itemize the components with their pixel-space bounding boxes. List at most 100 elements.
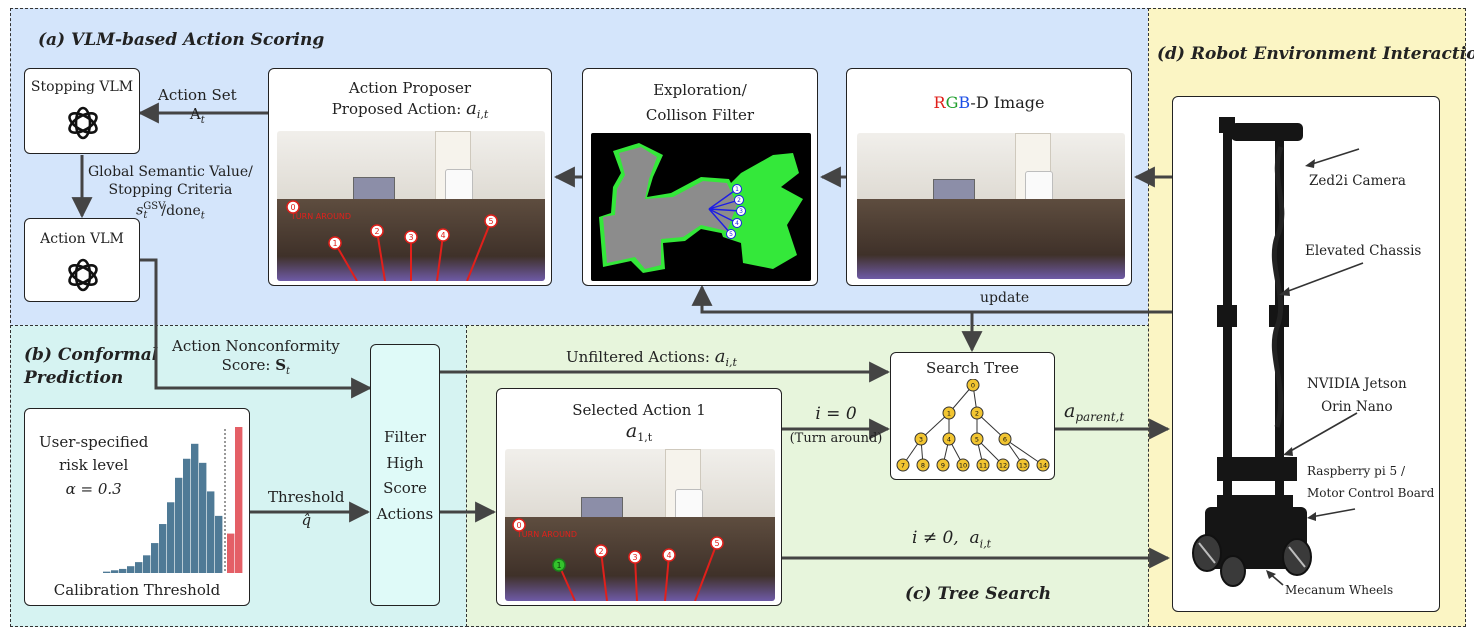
occupancy-map: 1 2 3 4 5	[591, 133, 811, 281]
nonconformity-label: Action Nonconformity Score: St	[172, 337, 340, 378]
section-a-title: (a) VLM-based Action Scoring	[38, 30, 325, 50]
risk-alpha: α = 0.3	[65, 479, 122, 498]
selected-action-box: Selected Action 1 a1,t 0 1 2 3	[496, 388, 782, 606]
filter-ray-4: 4	[735, 220, 739, 227]
calibration-threshold-caption: Calibration Threshold	[53, 581, 221, 599]
tree-node-label: 2	[975, 410, 979, 418]
action-vlm-box: Action VLM	[24, 218, 140, 302]
histogram-bar	[175, 477, 183, 573]
proposer-action-rays: 0 1 2 3 4 5 TURN AROUND	[286, 200, 498, 281]
jetson-line1: NVIDIA Jetson	[1307, 376, 1407, 392]
gsv-sub: t	[143, 210, 148, 222]
action-set-text: Action Set	[158, 86, 237, 104]
threshold-qhat: q̂	[301, 510, 312, 529]
tree-node-label: 13	[1019, 462, 1027, 470]
risk-line1: User-specified	[39, 433, 149, 451]
section-b-title: (b) Conformal Prediction	[24, 344, 158, 390]
arrow-update-loop	[691, 284, 1172, 314]
rgbd-rest: -D Image	[970, 93, 1045, 112]
i-equals-zero-label: i = 0 (Turn around)	[784, 404, 888, 448]
tree-node-label: 9	[941, 462, 945, 470]
filter-ray-1: 1	[735, 186, 739, 193]
tree-node	[942, 406, 956, 420]
gsv-sup: GSV	[143, 201, 166, 212]
calibration-histogram	[103, 427, 243, 573]
gsv-line1: Global Semantic Value/	[88, 164, 253, 180]
histogram-bar	[191, 443, 199, 573]
histogram-bar	[207, 491, 215, 573]
risk-level-label: User-specified risk level α = 0.3	[39, 431, 148, 501]
histogram-bar	[183, 458, 191, 573]
tree-node	[970, 432, 984, 446]
action-proposer-title: Action Proposer Proposed Action: ai,t	[269, 79, 551, 122]
proposer-ray-0: 0	[290, 203, 295, 212]
unfiltered-actions-label: Unfiltered Actions: ai,t	[566, 346, 737, 370]
histogram-bar	[199, 462, 207, 573]
histogram-bar	[119, 568, 127, 573]
search-tree-title: Search Tree	[925, 359, 1020, 377]
histogram-bar	[215, 515, 223, 573]
tree-node	[1016, 458, 1030, 472]
histogram-bar	[127, 566, 135, 573]
rgbd-b: B	[958, 93, 971, 112]
tree-node	[914, 432, 928, 446]
filter-high-score-label: Filter High Score Actions	[371, 425, 439, 527]
histogram-bar	[151, 543, 159, 573]
selected-ray-5: 5	[714, 539, 719, 548]
a-parent-var: a	[1064, 400, 1076, 422]
proposer-ray-5: 5	[488, 217, 493, 226]
tree-node-label: 1	[947, 410, 951, 418]
histogram-bar	[159, 524, 167, 573]
nonconformity-score-symbol: S	[275, 355, 287, 374]
exploration-filter-box: Exploration/ Collison Filter 1 2 3 4 5	[582, 68, 818, 286]
i-not-zero-label: i ≠ 0, ai,t	[912, 528, 991, 551]
proposer-ray-2: 2	[374, 227, 379, 236]
nonconformity-line1: Action Nonconformity	[172, 337, 340, 355]
proposed-action-prefix: Proposed Action:	[331, 99, 467, 118]
action-set-label: Action Set At	[158, 86, 237, 127]
selected-action-rays: 0 1 2 3 4 5 TURN AROUND	[512, 518, 724, 601]
calibration-histogram-box: User-specified risk level α = 0.3 Calibr…	[24, 408, 250, 606]
selected-action-title: Selected Action 1 a1,t	[497, 401, 781, 445]
threshold-label: Threshold q̂	[268, 488, 345, 530]
tree-node-label: 7	[901, 462, 905, 470]
rgbd-r: R	[933, 93, 946, 112]
proposer-ray-1: 1	[332, 239, 337, 248]
filter-line-2: High	[386, 453, 424, 472]
histogram-bar	[103, 571, 111, 573]
openai-logo-icon	[68, 106, 98, 140]
tree-node	[1036, 458, 1050, 472]
i-not-zero-sub: i,t	[979, 537, 992, 551]
tree-node	[976, 458, 990, 472]
selected-ray-0: 0	[516, 521, 521, 530]
proposer-ray-4: 4	[440, 231, 445, 240]
exploration-filter-title: Exploration/ Collison Filter	[583, 81, 817, 125]
rpi-label: Raspberry pi 5 / Motor Control Board	[1307, 461, 1434, 504]
selected-ray-4: 4	[666, 551, 671, 560]
section-d-title: (d) Robot Environment Interaction	[1157, 44, 1474, 64]
unfiltered-sub: i,t	[725, 356, 737, 369]
proposer-ray-3: 3	[408, 233, 413, 242]
proposed-action-var: a	[466, 97, 477, 119]
tree-node	[936, 458, 950, 472]
filter-ray-3: 3	[739, 208, 743, 215]
proposer-turn-around: TURN AROUND	[290, 212, 351, 221]
selected-ray-2: 2	[598, 547, 603, 556]
rgbd-camera-image	[857, 133, 1125, 279]
nonconformity-score-text: Score:	[221, 355, 276, 374]
elevated-chassis-label: Elevated Chassis	[1305, 243, 1422, 259]
gsv-done: /done	[161, 202, 201, 219]
histogram-highlight-bar	[227, 533, 235, 573]
filter-line-3: Score	[383, 479, 427, 497]
stopping-vlm-box: Stopping VLM	[24, 68, 140, 154]
selected-turn-around: TURN AROUND	[516, 530, 577, 539]
robot-illustration	[1192, 117, 1364, 587]
tree-node-label: 6	[1003, 436, 1007, 444]
action-proposer-line1: Action Proposer	[348, 79, 472, 97]
rpi-line2: Motor Control Board	[1307, 485, 1435, 500]
i-not-zero-var: a	[969, 528, 980, 548]
gsv-symbol: sGSVt/donet	[88, 201, 253, 223]
histogram-bar	[135, 562, 143, 573]
a-parent-sub: parent,t	[1075, 410, 1125, 424]
